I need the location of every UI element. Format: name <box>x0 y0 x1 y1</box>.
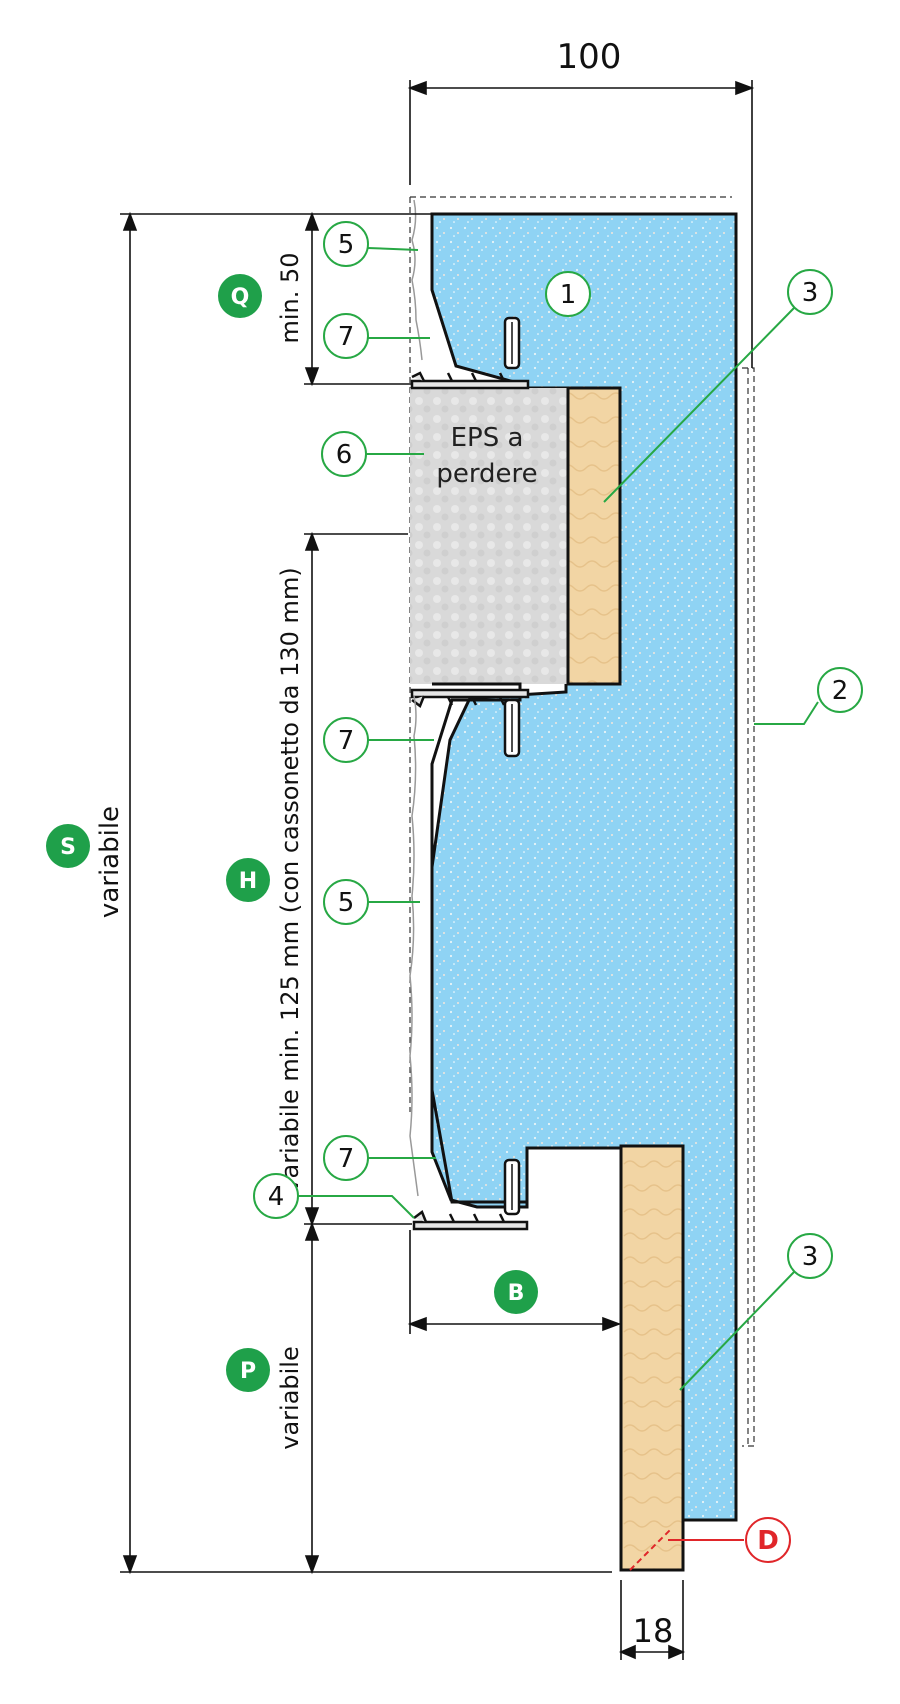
dim-h <box>304 531 412 1227</box>
dim-width-label: 100 <box>557 37 622 77</box>
svg-text:5: 5 <box>338 230 355 260</box>
eps-block <box>410 388 568 684</box>
svg-text:D: D <box>757 1526 779 1556</box>
eps-label-line2: perdere <box>436 459 537 489</box>
svg-text:B: B <box>508 1281 525 1306</box>
svg-text:4: 4 <box>268 1182 285 1212</box>
dim-s-label: variabile <box>95 806 125 918</box>
dim-p <box>304 1221 320 1575</box>
svg-text:7: 7 <box>338 726 355 756</box>
dim-wood-label: 18 <box>633 1612 674 1650</box>
svg-text:3: 3 <box>802 278 819 308</box>
svg-text:S: S <box>60 835 76 860</box>
svg-text:2: 2 <box>832 676 849 706</box>
dim-width <box>407 80 755 368</box>
callout-6: 6 <box>321 431 424 477</box>
badge-p: P <box>226 1348 270 1392</box>
dim-h-label: variabile min. 125 mm (con cassonetto da… <box>276 567 304 1192</box>
foam-lower-face <box>430 682 527 1204</box>
callout-3-top: 3 <box>603 269 833 503</box>
profile-bottom <box>412 1158 529 1231</box>
mesh-line <box>409 199 423 1197</box>
callout-d: D <box>629 1517 791 1571</box>
dim-q-label: min. 50 <box>276 252 304 343</box>
dim-p-label: variabile <box>276 1346 304 1450</box>
eps-label-line1: EPS a <box>451 423 524 453</box>
svg-text:Q: Q <box>231 285 250 310</box>
profile-middle <box>410 688 530 758</box>
dim-b <box>407 1230 622 1334</box>
callout-7-mid: 7 <box>323 717 434 763</box>
callout-3-bottom: 3 <box>679 1233 833 1391</box>
callout-4: 4 <box>253 1173 415 1219</box>
top-dashed-ref <box>410 197 732 201</box>
badge-h: H <box>226 858 270 902</box>
svg-text:H: H <box>239 869 257 894</box>
wood-strip-lower <box>619 1144 685 1572</box>
svg-text:5: 5 <box>338 888 355 918</box>
dim-s <box>120 211 612 1575</box>
profile-top <box>410 316 530 390</box>
svg-text:P: P <box>240 1359 256 1384</box>
callout-7-bottom: 7 <box>323 1135 436 1181</box>
svg-text:1: 1 <box>560 280 577 310</box>
svg-text:6: 6 <box>336 440 353 470</box>
svg-text:3: 3 <box>802 1242 819 1272</box>
svg-text:7: 7 <box>338 322 355 352</box>
dim-q <box>304 211 412 387</box>
badge-b: B <box>494 1270 538 1314</box>
wood-strip-upper <box>566 386 622 686</box>
callout-2: 2 <box>754 667 863 725</box>
dim-wood <box>618 1580 686 1660</box>
callout-5-mid: 5 <box>323 879 420 925</box>
callout-1: 1 <box>545 271 591 317</box>
callout-5-top: 5 <box>323 221 419 267</box>
svg-text:7: 7 <box>338 1144 355 1174</box>
badge-s: S <box>46 824 90 868</box>
callout-7-top: 7 <box>323 313 430 359</box>
badge-q: Q <box>218 274 262 318</box>
